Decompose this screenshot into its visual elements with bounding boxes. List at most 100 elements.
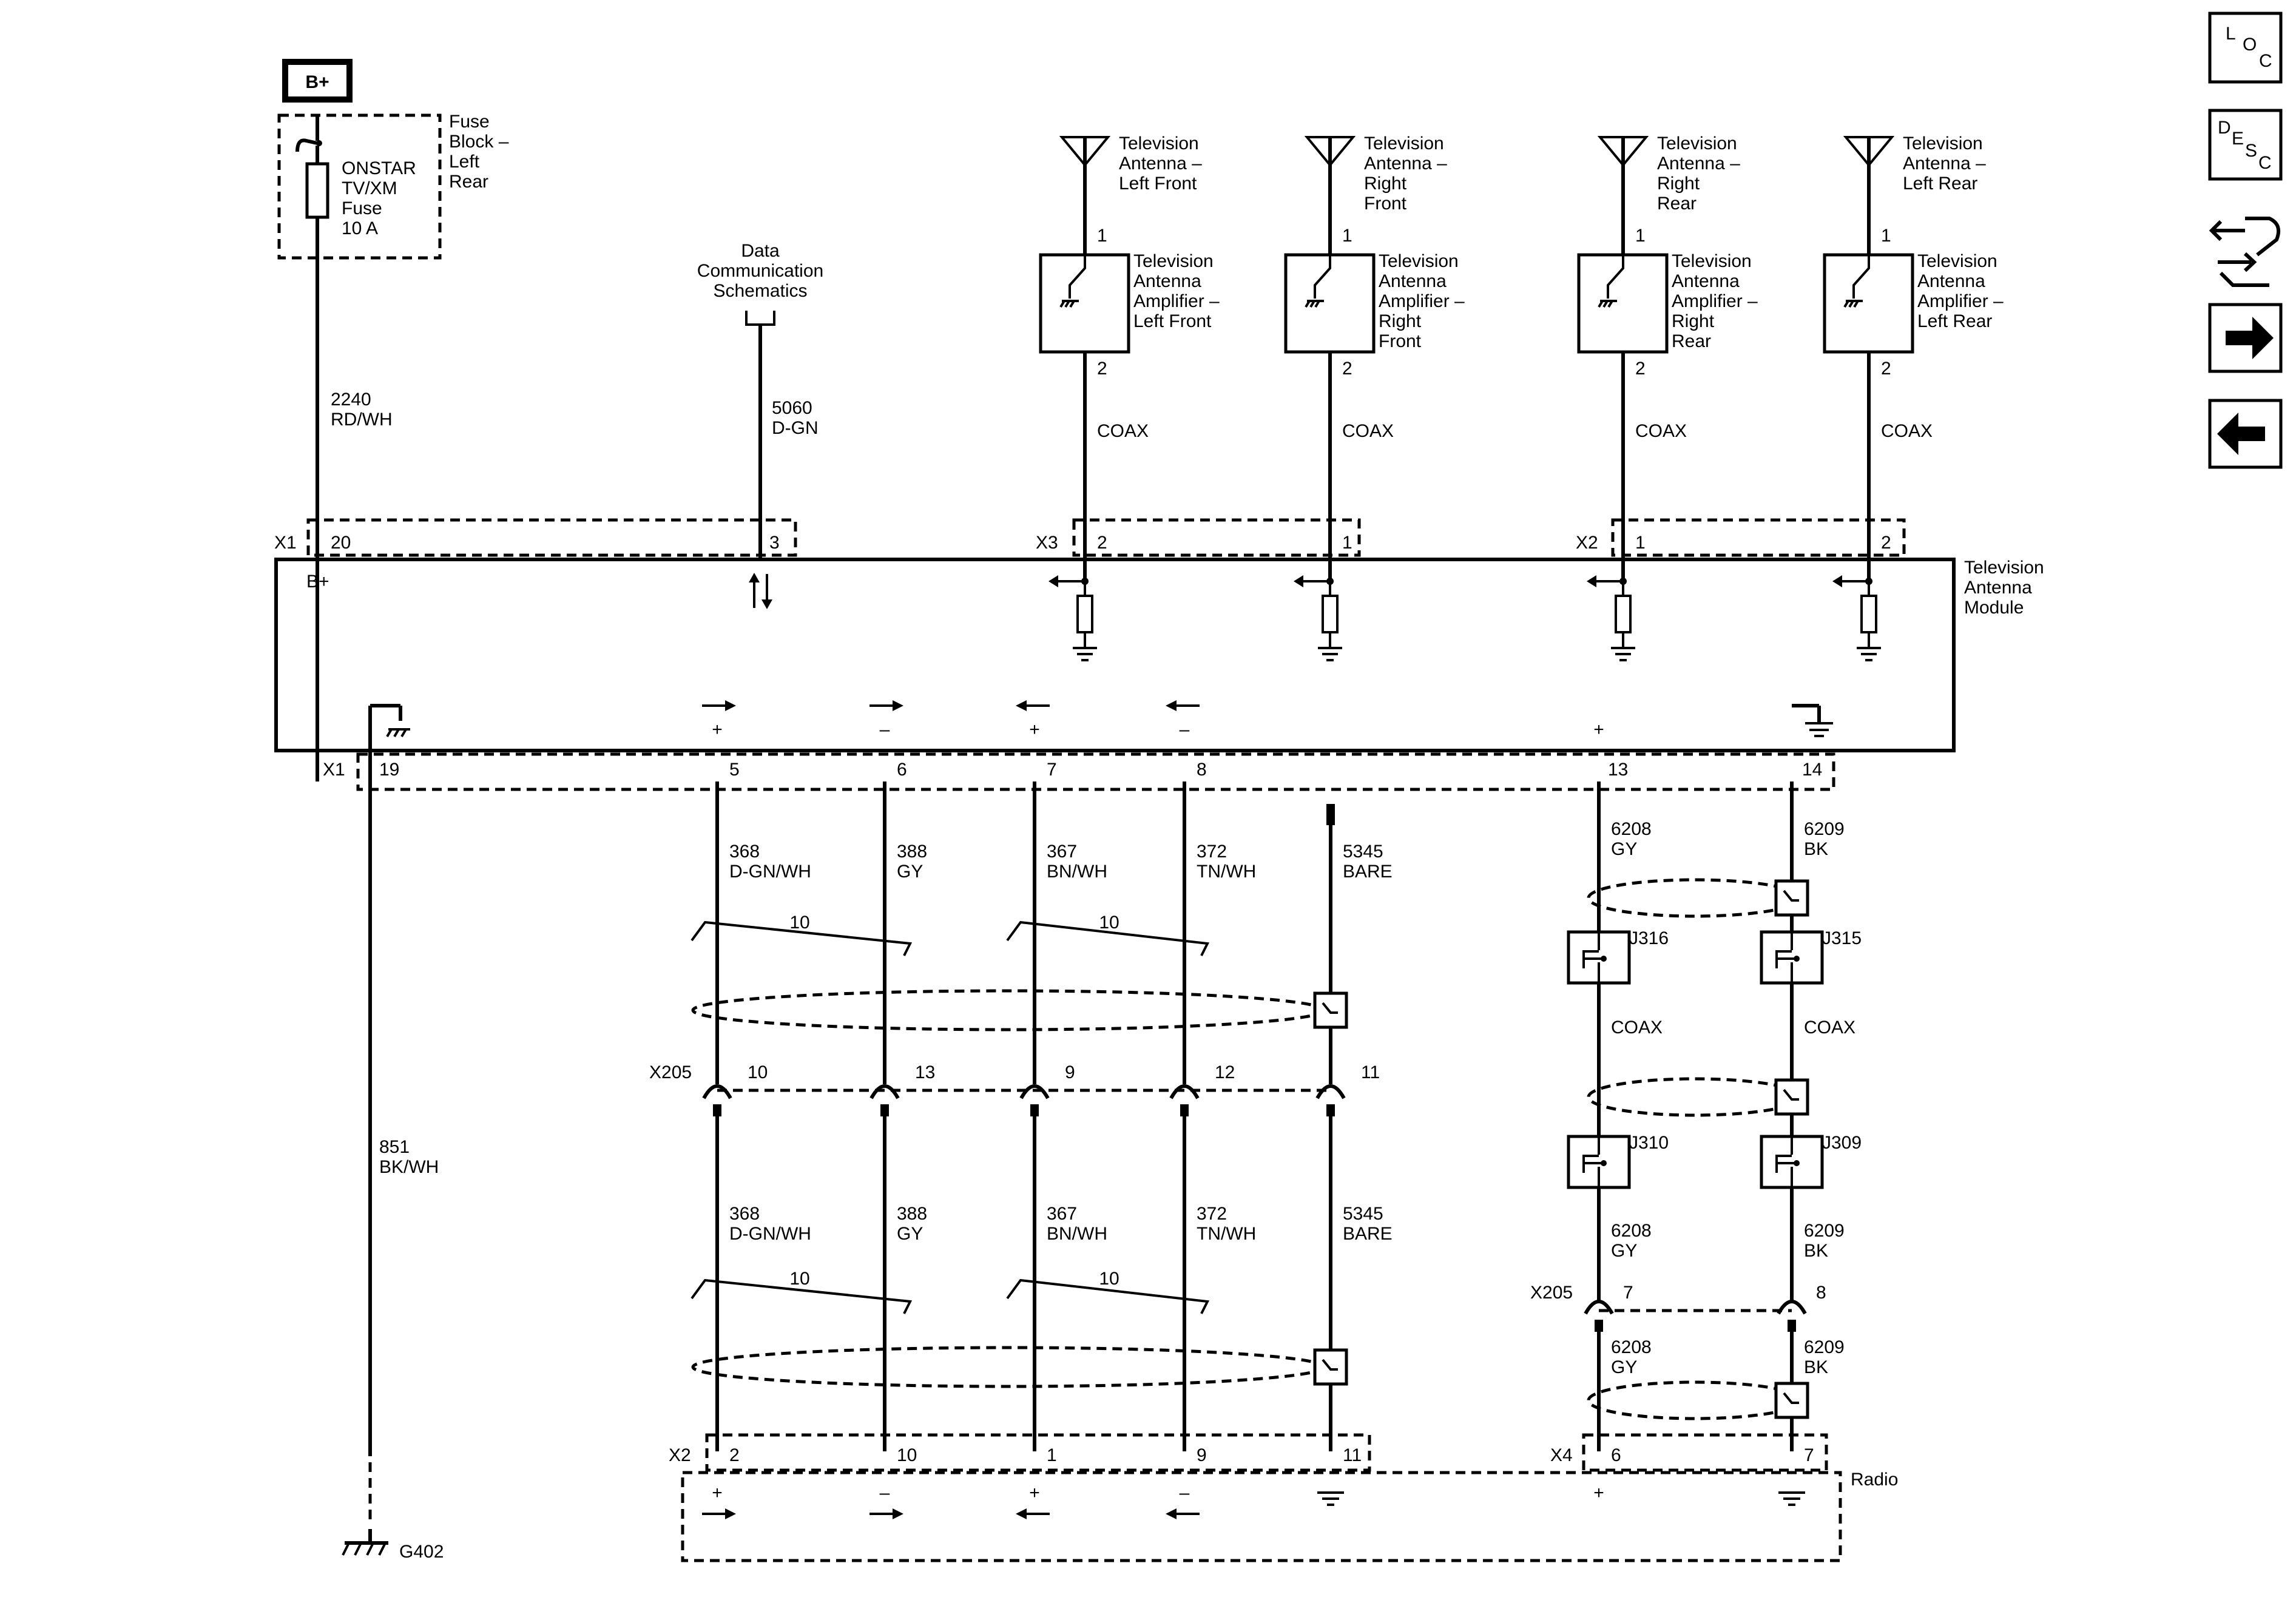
svg-text:Block –: Block – — [449, 132, 509, 152]
signal-wire-group: 5368D-GN/WH10368D-GN/WH26388GY13388GY107… — [649, 760, 1393, 1519]
wire-color-label: BK — [1804, 839, 1828, 859]
amplifier-name-label: Television — [1133, 251, 1214, 271]
direction-arrow-icon — [725, 700, 736, 711]
coax-right-group: 6208GYCOAX6208GY76208GY66209BKCOAX6209BK… — [1530, 781, 1862, 1506]
next-arrow-button[interactable] — [2208, 303, 2283, 373]
x2-pin: 1 — [1047, 1445, 1057, 1465]
twisted-pair-marker — [690, 920, 913, 956]
wire-color-label: GY — [1611, 1241, 1637, 1261]
polarity-mark: – — [1180, 720, 1190, 740]
amplifier-name-label: Amplifier – — [1379, 291, 1465, 311]
module-pin: 8 — [1197, 760, 1207, 780]
amplifier-pin-top: 1 — [1881, 226, 1891, 246]
direction-arrow-icon — [893, 700, 903, 711]
wire-color-label: GY — [897, 1224, 923, 1244]
ground-label: G402 — [399, 1542, 444, 1562]
wire-number-label: 5345 — [1343, 1204, 1383, 1224]
connector-x205-label: X205 — [1530, 1283, 1573, 1303]
amplifier-name-label: Antenna — [1379, 271, 1447, 291]
svg-text:O: O — [2243, 35, 2257, 55]
signal-arrow-icon — [1294, 575, 1303, 587]
x205-terminal — [1584, 1300, 1614, 1315]
antenna-name-label: Left Front — [1119, 174, 1197, 194]
coax-label: COAX — [1611, 1018, 1663, 1038]
connector-tool-icon[interactable] — [2209, 217, 2280, 287]
wire-number-label: 372 — [1197, 1204, 1227, 1224]
connector-x4-label: X4 — [1550, 1445, 1573, 1465]
x2-pin: 10 — [897, 1445, 917, 1465]
jack-icon — [1775, 950, 1797, 968]
amplifier-pin-bottom: 2 — [1342, 359, 1352, 379]
antenna-name-label: Rear — [1657, 194, 1697, 214]
antenna-name-label: Antenna – — [1364, 154, 1447, 174]
x2-pin: 9 — [1197, 1445, 1207, 1465]
connector-x1-bottom-label: X1 — [323, 760, 345, 780]
polarity-mark: + — [1593, 1483, 1604, 1503]
module-pin: 2 — [1881, 533, 1891, 553]
wire-number-label: 388 — [897, 1204, 927, 1224]
resistor-icon — [1860, 595, 1877, 633]
x205-pin: 11 — [1361, 1062, 1380, 1082]
wire-number-label: 5345 — [1343, 842, 1383, 862]
antenna-name-label: Left Rear — [1903, 174, 1977, 194]
arrow-right-icon — [2226, 317, 2274, 359]
fuse-block-outline — [277, 113, 442, 260]
jack-icon — [1775, 1155, 1797, 1173]
twist-count-label: 10 — [1099, 913, 1119, 933]
resistor-icon — [1076, 595, 1093, 633]
svg-text:2240: 2240 — [331, 390, 371, 410]
loc-button[interactable]: L O C — [2208, 12, 2283, 84]
twisted-pair-marker — [1006, 920, 1210, 956]
television-antenna-module — [274, 558, 1956, 752]
svg-text:Rear: Rear — [449, 172, 488, 192]
resistor-icon — [1615, 595, 1632, 633]
wire-number-label: 372 — [1197, 842, 1227, 862]
jack-label: J309 — [1822, 1133, 1862, 1153]
svg-text:Communication: Communication — [697, 261, 823, 281]
amplifier-name-label: Rear — [1672, 331, 1711, 351]
wire-color-label: BARE — [1343, 1224, 1393, 1244]
amplifier-name-label: Amplifier – — [1917, 291, 2004, 311]
amplifier-box — [1284, 253, 1376, 354]
svg-text:Module: Module — [1964, 598, 2024, 618]
svg-text:Data: Data — [741, 241, 780, 261]
module-pin: 5 — [729, 760, 740, 780]
antenna-name-label: Antenna – — [1657, 154, 1740, 174]
shield-drain-icon — [1313, 1348, 1348, 1386]
signal-arrow-icon — [1587, 575, 1596, 587]
wire-number-label: 6209 — [1804, 1337, 1845, 1357]
module-pin: 7 — [1047, 760, 1057, 780]
antenna-name-label: Right — [1364, 174, 1407, 194]
svg-text:E: E — [2232, 129, 2244, 149]
amplifier-name-label: Television — [1917, 251, 1997, 271]
amplifier-name-label: Television — [1379, 251, 1459, 271]
wire-851-label: 851 BK/WH — [379, 1137, 439, 1177]
previous-arrow-button[interactable] — [2208, 399, 2283, 469]
amplifier-pin-bottom: 2 — [1097, 359, 1107, 379]
x205-terminal — [702, 1084, 732, 1099]
antenna-name-label: Front — [1364, 194, 1407, 214]
amplifier-name-label: Right — [1672, 311, 1715, 331]
wire-5060-label: 5060 D-GN — [772, 398, 819, 438]
polarity-mark: + — [1029, 1483, 1040, 1503]
shield-drain-icon — [1313, 991, 1348, 1029]
svg-text:Television: Television — [1964, 558, 2044, 578]
shield-ellipse — [691, 1346, 1326, 1388]
connector-x1-top — [306, 518, 797, 557]
jack-j309: J309 — [1760, 1133, 1862, 1189]
desc-button[interactable]: D E S C — [2208, 109, 2283, 181]
module-polarity-group: +–+–+ — [702, 700, 1604, 740]
twist-count-label: 10 — [789, 913, 809, 933]
x205-pin: 7 — [1623, 1283, 1633, 1303]
wire-color-label: GY — [1611, 839, 1637, 859]
module-name-label: Television Antenna Module — [1964, 558, 2044, 618]
amplifier-name-label: Front — [1379, 331, 1422, 351]
pin-14: 14 — [1802, 760, 1822, 780]
amplifier-name-label: Antenna — [1133, 271, 1201, 291]
wire-number-label: 6208 — [1611, 1221, 1652, 1241]
connector-x1-bottom — [356, 752, 1835, 791]
connector-x2-top — [1611, 518, 1906, 557]
